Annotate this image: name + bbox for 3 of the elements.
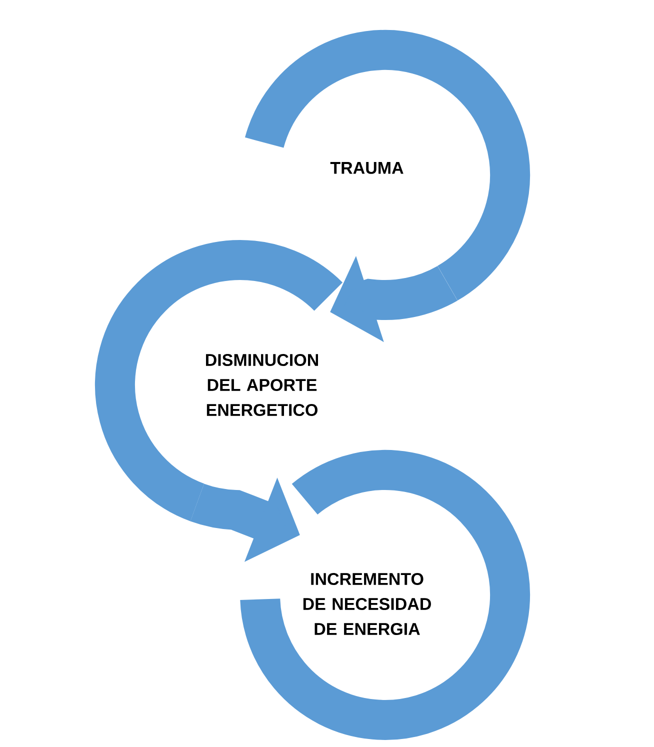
ring-label: TRAUMA bbox=[330, 162, 404, 174]
ring-label: DISMINUCION DEL APORTE ENERGETICO bbox=[206, 354, 318, 416]
ring-label: INCREMENTO DE NECESIDAD DE ENERGIA bbox=[303, 572, 431, 636]
